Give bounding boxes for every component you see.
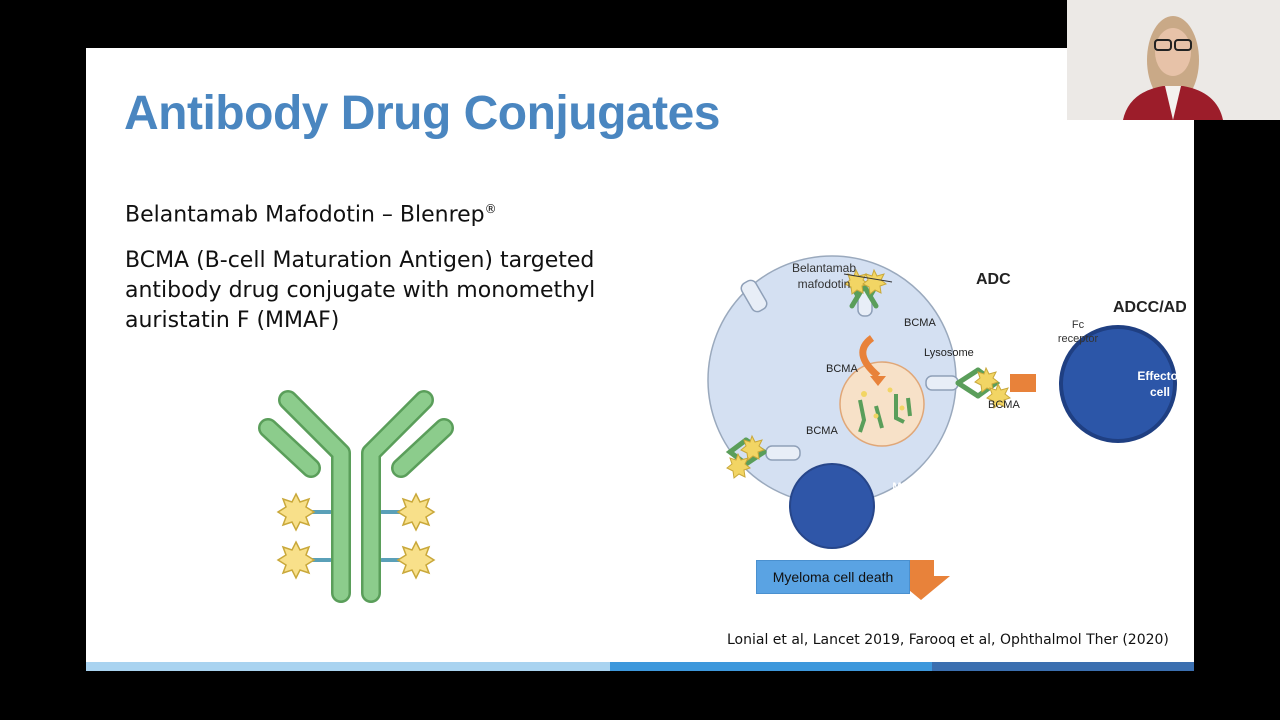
antibody-arms [310, 510, 402, 562]
adcc-label: ADCC/ADCP [1113, 299, 1186, 316]
outcome-label: Myeloma cell death [772, 569, 894, 585]
drug-payloads [276, 492, 436, 580]
fc-receptor [1010, 374, 1036, 392]
payload-star [276, 540, 316, 580]
mechanism-diagram: Belantamab mafodotin ADC ADCC/ADCP Fc re… [707, 255, 1186, 600]
nucleus [789, 463, 875, 549]
nucleus-label-3: cell [909, 509, 927, 521]
citation: Lonial et al, Lancet 2019, Farooq et al,… [727, 632, 1169, 648]
footer-bar-mid [610, 662, 932, 671]
footer-bar-dark [932, 662, 1194, 671]
effector-cell [1059, 325, 1177, 443]
nucleus-label-2: plasma [899, 495, 938, 507]
fc-label-1: Fc [1072, 319, 1085, 331]
bcma-label-left: BCMA [826, 363, 858, 375]
presenter-image [1067, 0, 1280, 120]
adc-label: ADC [976, 271, 1011, 288]
outcome-arrow [892, 560, 950, 600]
drug-description: BCMA (B-cell Maturation Antigen) targete… [125, 248, 596, 333]
presenter-webcam [1067, 0, 1280, 120]
effector-label-2: cell [1150, 385, 1170, 399]
drug-name: Belantamab Mafodotin – Blenrep® [125, 202, 497, 227]
payload-star [276, 492, 316, 532]
fc-label-2: receptor [1058, 333, 1099, 345]
bcma-label-lower: BCMA [806, 425, 838, 437]
outcome-box: Myeloma cell death [756, 560, 910, 594]
nucleus-label-1: Malignant [892, 481, 944, 493]
bcma-label-top: BCMA [904, 317, 936, 329]
payload-star [396, 492, 436, 532]
bcma-label-right: BCMA [988, 399, 1020, 411]
drug-name-text: Belantamab Mafodotin – Blenrep [125, 202, 485, 228]
drug-label-2: mafodotin [798, 277, 851, 291]
effector-label-1: Effector [1137, 369, 1183, 383]
antibody-illustration [258, 390, 454, 603]
lysosome-label: Lysosome [924, 347, 974, 359]
payload-star [396, 540, 436, 580]
antibody-heavy-chains [258, 390, 454, 603]
slide: Antibody Drug Conjugates Belantamab Mafo… [86, 48, 1194, 671]
drug-label-1: Belantamab [792, 261, 856, 275]
registered-mark: ® [484, 202, 497, 216]
slide-title: Antibody Drug Conjugates [124, 87, 720, 140]
footer-bar-light [86, 662, 610, 671]
